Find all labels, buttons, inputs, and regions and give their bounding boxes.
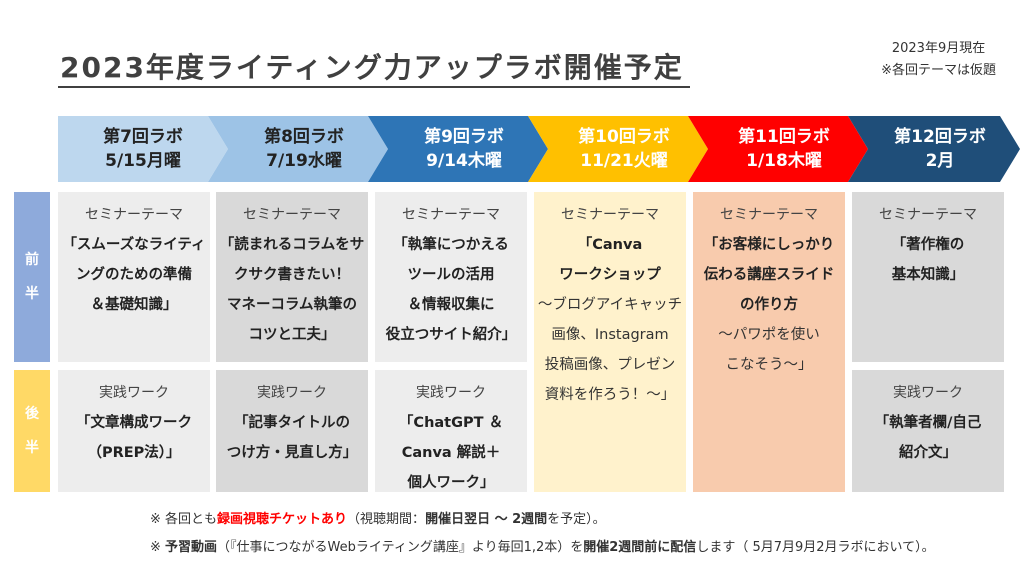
lab-date: 11/21火曜 (580, 151, 668, 171)
practice-theme: 「執筆者欄/自己 紹介文」 (874, 415, 982, 461)
seminar-theme: 「Canva ワークショップ (559, 237, 661, 283)
practice-card-12: 実践ワーク 「執筆者欄/自己 紹介文」 (852, 370, 1004, 492)
practice-card-7: 実践ワーク 「文章構成ワーク （PREP法）」 (58, 370, 210, 492)
practice-theme: 「記事タイトルの つけ方・見直し方」 (226, 415, 358, 461)
seminar-label: セミナーテーマ (561, 207, 659, 223)
seminar-card-10: セミナーテーマ 「Canva ワークショップ ～ブログアイキャッチ 画像、Ins… (534, 192, 686, 492)
lab-date: 1/18木曜 (746, 151, 822, 171)
lab-arrow-9: 第9回ラボ 9/14木曜 (368, 116, 548, 182)
practice-theme: 「文章構成ワーク （PREP法）」 (76, 415, 192, 461)
seminar-label: セミナーテーマ (243, 207, 341, 223)
practice-label: 実践ワーク (416, 385, 486, 401)
seminar-card-7: セミナーテーマ 「スムーズなライティ ングのための準備 ＆基礎知識」 (58, 192, 210, 362)
practice-card-8: 実践ワーク 「記事タイトルの つけ方・見直し方」 (216, 370, 368, 492)
seminar-label: セミナーテーマ (879, 207, 977, 223)
seminar-theme: 「執筆につかえる ツールの活用 ＆情報収集に 役立つサイト紹介」 (385, 237, 517, 343)
footnote-recording: ※ 各回とも録画視聴チケットあり（視聴期間：開催日翌日 ～ 2週間を予定）。 (150, 512, 606, 527)
footnote-preview-video: ※ 予習動画（『仕事につながるWebライティング講座』より毎回1,2本）を開催2… (150, 540, 935, 555)
page-title: 2023年度ライティング力アップラボ開催予定 (60, 51, 684, 84)
lab-arrow-7: 第7回ラボ 5/15月曜 (58, 116, 228, 182)
lab-date: 2月 (925, 151, 955, 171)
lab-name: 第7回ラボ (103, 127, 183, 147)
lab-arrow-12: 第12回ラボ 2月 (848, 116, 1020, 182)
seminar-card-8: セミナーテーマ 「読まれるコラムをサ クサク書きたい！ マネーコラム執筆の コツ… (216, 192, 368, 362)
seminar-subtitle: ～ブログアイキャッチ 画像、Instagram 投稿画像、プレゼン 資料を作ろう… (537, 297, 683, 403)
seminar-subtitle: ～パワポを使い こなそう～」 (718, 327, 820, 373)
seminar-label: セミナーテーマ (85, 207, 183, 223)
lab-date: 9/14木曜 (426, 151, 502, 171)
as-of-date: 2023年9月現在 (891, 41, 986, 56)
seminar-card-11: セミナーテーマ 「お客様にしっかり 伝わる講座スライド の作り方 ～パワポを使い… (693, 192, 845, 492)
second-half-label: 後 半 (14, 370, 50, 492)
first-half-label: 前 半 (14, 192, 50, 362)
lab-arrow-8: 第8回ラボ 7/19水曜 (208, 116, 388, 182)
lab-date: 7/19水曜 (266, 151, 342, 171)
lab-name: 第8回ラボ (264, 127, 344, 147)
seminar-theme: 「著作権の 基本知識」 (891, 237, 965, 283)
seminar-theme: 「スムーズなライティ ングのための準備 ＆基礎知識」 (62, 237, 206, 313)
lab-name: 第11回ラボ (738, 127, 830, 147)
seminar-label: セミナーテーマ (720, 207, 818, 223)
lab-arrow-11: 第11回ラボ 1/18木曜 (688, 116, 868, 182)
seminar-card-9: セミナーテーマ 「執筆につかえる ツールの活用 ＆情報収集に 役立つサイト紹介」 (375, 192, 527, 362)
provisional-note: ※各回テーマは仮題 (881, 63, 996, 78)
practice-card-9: 実践ワーク 「ChatGPT ＆ Canva 解説＋ 個人ワーク」 (375, 370, 527, 492)
seminar-card-12: セミナーテーマ 「著作権の 基本知識」 (852, 192, 1004, 362)
lab-date: 5/15月曜 (105, 151, 181, 171)
meta-info: 2023年9月現在 ※各回テーマは仮題 (881, 38, 996, 82)
lab-name: 第10回ラボ (578, 127, 670, 147)
lab-arrow-10: 第10回ラボ 11/21火曜 (528, 116, 708, 182)
recording-ticket-highlight: 録画視聴チケットあり (217, 512, 348, 527)
title-underline (58, 86, 690, 88)
practice-label: 実践ワーク (257, 385, 327, 401)
practice-theme: 「ChatGPT ＆ Canva 解説＋ 個人ワーク」 (398, 415, 504, 491)
lab-name: 第9回ラボ (424, 127, 504, 147)
seminar-theme: 「読まれるコラムをサ クサク書きたい！ マネーコラム執筆の コツと工夫」 (219, 237, 365, 343)
seminar-theme: 「お客様にしっかり 伝わる講座スライド の作り方 (703, 237, 835, 313)
seminar-label: セミナーテーマ (402, 207, 500, 223)
practice-label: 実践ワーク (893, 385, 963, 401)
schedule-arrows: 第7回ラボ 5/15月曜 第8回ラボ 7/19水曜 第9回ラボ 9/14木曜 第… (58, 116, 1020, 182)
practice-label: 実践ワーク (99, 385, 169, 401)
lab-name: 第12回ラボ (894, 127, 986, 147)
